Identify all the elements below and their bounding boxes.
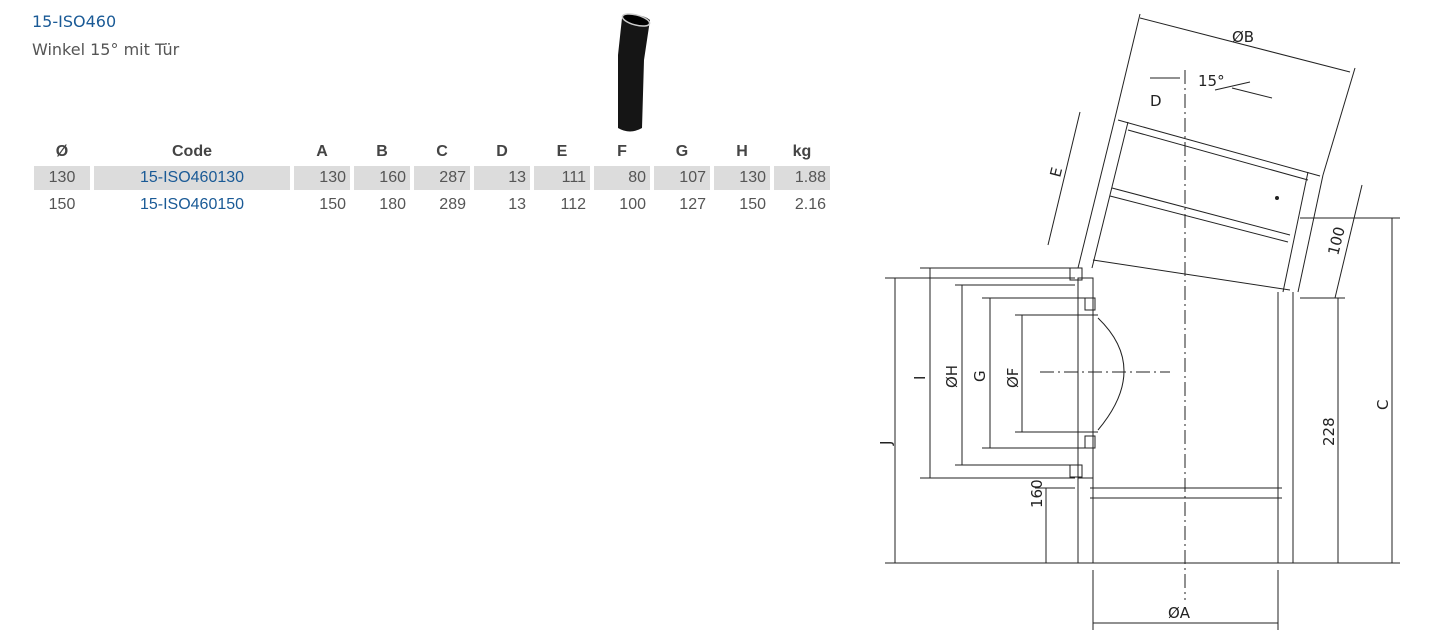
- label-c: C: [1374, 400, 1392, 410]
- cell: 127: [679, 196, 706, 213]
- col-g: G: [675, 143, 689, 160]
- col-f: F: [617, 143, 627, 160]
- label-h: ØH: [943, 365, 961, 388]
- col-a: A: [316, 143, 328, 160]
- label-b: ØB: [1232, 28, 1254, 46]
- col-code: Code: [172, 143, 212, 160]
- product-image: [618, 13, 651, 132]
- col-d: D: [496, 143, 508, 160]
- col-kg: kg: [792, 143, 812, 160]
- col-c: C: [436, 143, 448, 160]
- cell: 150: [48, 196, 76, 213]
- label-g: G: [971, 370, 989, 382]
- cell: 13: [474, 166, 530, 190]
- product-name: Winkel 15° mit Tür: [32, 40, 180, 59]
- table-row: 130 15-ISO460130 130 160 287 13 111 80 1…: [34, 166, 830, 190]
- table-row: 150 15-ISO460150 150 180 289 13 112 100 …: [34, 193, 830, 217]
- cell: 100: [619, 196, 646, 213]
- label-160: 160: [1028, 479, 1046, 508]
- product-code: 15-ISO460: [32, 12, 117, 31]
- cell: 180: [379, 196, 406, 213]
- cell: 80: [594, 166, 650, 190]
- cell: 1.88: [774, 166, 830, 190]
- label-228: 228: [1320, 417, 1338, 446]
- cell: 130: [714, 166, 770, 190]
- label-100: 100: [1324, 225, 1348, 257]
- table-header: Ø Code A B C D E F G H kg: [34, 141, 830, 163]
- product-code-link[interactable]: 15-ISO460130: [94, 166, 290, 190]
- col-e: E: [556, 143, 568, 160]
- cell: 289: [439, 196, 466, 213]
- label-e: E: [1046, 165, 1066, 179]
- cell: 130: [294, 166, 350, 190]
- cell: 2.16: [794, 196, 826, 213]
- cell: 150: [319, 196, 346, 213]
- label-d: D: [1150, 92, 1162, 110]
- cell: 130: [34, 166, 90, 190]
- label-j: J: [877, 441, 895, 446]
- label-a: ØA: [1168, 604, 1191, 622]
- cell: 150: [739, 196, 766, 213]
- product-code-link[interactable]: 15-ISO460150: [139, 196, 245, 213]
- col-diameter: Ø: [55, 143, 69, 160]
- label-angle: 15°: [1198, 72, 1225, 90]
- label-i: I: [911, 376, 929, 380]
- cell: 287: [414, 166, 470, 190]
- cell: 160: [354, 166, 410, 190]
- col-b: B: [376, 143, 388, 160]
- cell: 13: [508, 196, 526, 213]
- cell: 107: [654, 166, 710, 190]
- spec-table: Ø Code A B C D E F G H kg 130 15-ISO4601…: [30, 138, 834, 220]
- col-h: H: [736, 143, 748, 160]
- cell: 112: [560, 196, 586, 213]
- cell: 111: [534, 166, 590, 190]
- label-f: ØF: [1004, 368, 1022, 388]
